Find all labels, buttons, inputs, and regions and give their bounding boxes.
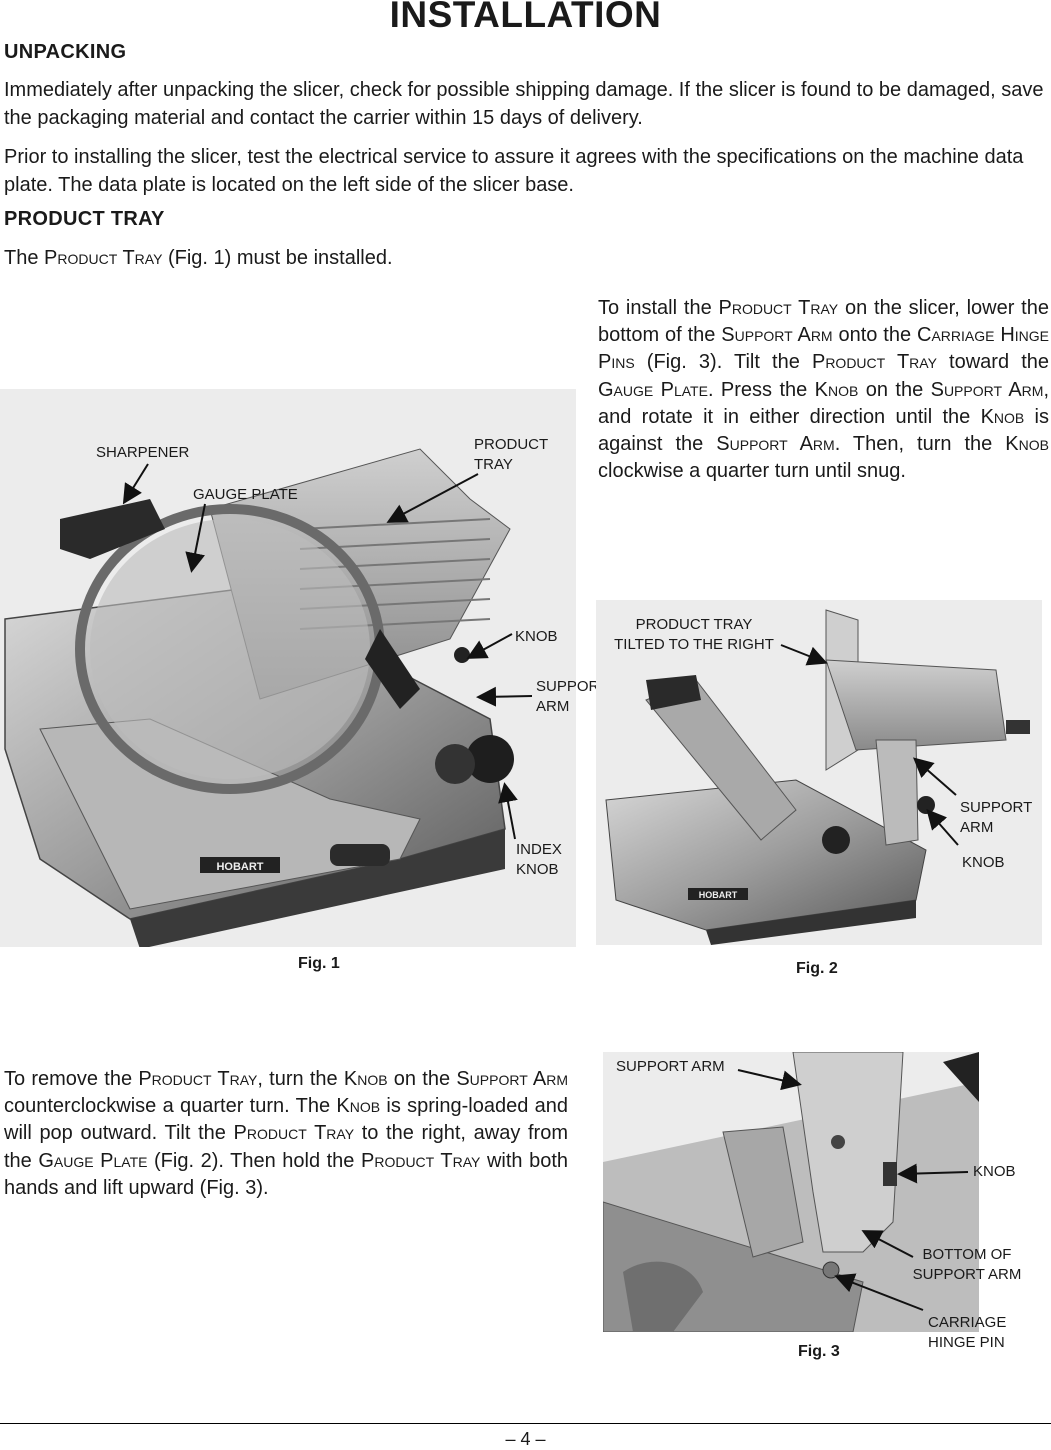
install-text: clockwise a quarter turn until snug.	[598, 460, 906, 483]
fig3-photo	[602, 1051, 979, 1333]
remove-text: (Fig. 2). Then hold the	[147, 1149, 361, 1172]
callout-line: BOTTOM OF	[922, 1246, 1012, 1263]
install-term: Support Arm	[721, 324, 833, 347]
slicer-tilted-illustration: HOBART	[605, 609, 1030, 945]
install-text: is against the	[598, 405, 1050, 456]
callout-line: INDEX	[516, 841, 562, 858]
callout-line: SUPPORT	[536, 678, 609, 695]
intro-text: The	[4, 247, 45, 269]
install-term: Knob	[980, 405, 1025, 428]
callout-line: ARM	[960, 819, 994, 836]
remove-text: counterclockwise a quarter turn. The	[4, 1095, 337, 1118]
install-term: Product Tray	[718, 297, 839, 319]
fig2-callout-support-arm: SUPPORT ARM	[960, 798, 1032, 838]
fig1-caption: Fig. 1	[298, 955, 340, 972]
remove-term: Product Tray	[361, 1149, 481, 1172]
install-term: Gauge Plate	[598, 378, 708, 401]
install-text: onto the	[832, 324, 917, 347]
fig1-callout-support-arm: SUPPORT ARM	[536, 677, 608, 717]
remove-term: Gauge Plate	[38, 1149, 148, 1172]
install-text: To install the	[598, 297, 719, 319]
callout-line: ARM	[536, 698, 570, 715]
product-tray-intro: The Product Tray (Fig. 1) must be instal…	[4, 244, 704, 272]
callout-line: PRODUCT TRAY	[635, 616, 753, 633]
hinge-closeup-illustration	[602, 1051, 979, 1333]
install-text: toward the	[936, 351, 1050, 374]
fig3-callout-bottom-support-arm: BOTTOM OF SUPPORT ARM	[904, 1245, 1030, 1285]
callout-line: TILTED TO THE RIGHT	[614, 636, 774, 653]
callout-line: KNOB	[516, 861, 559, 878]
fig1-callout-gauge-plate: GAUGE PLATE	[193, 486, 298, 503]
fig1-callout-product-tray: PRODUCT TRAY	[474, 435, 548, 475]
fig3-arrows	[737, 1069, 969, 1311]
page-title: INSTALLATION	[389, 0, 662, 35]
remove-text: , turn the	[257, 1068, 344, 1090]
fig2-callout-product-tray: PRODUCT TRAY TILTED TO THE RIGHT	[606, 615, 782, 655]
install-text: on the	[858, 378, 931, 401]
fig1-callout-sharpener: SHARPENER	[96, 444, 190, 461]
install-term: Knob	[814, 378, 859, 401]
callout-line: HINGE PIN	[928, 1334, 1005, 1351]
install-paragraph: To install the Product Tray on the slice…	[598, 295, 1049, 485]
remove-term: Knob	[336, 1095, 381, 1118]
page-number: – 4 –	[505, 1429, 546, 1449]
install-text: . Press the	[707, 378, 815, 401]
brand-label: HOBART	[216, 861, 263, 873]
fig3-callout-support-arm: SUPPORT ARM	[616, 1058, 725, 1075]
fig1-callout-index-knob: INDEX KNOB	[516, 840, 562, 880]
remove-text: to the right, away from the	[4, 1122, 569, 1172]
unpacking-paragraph-2: Prior to installing the slicer, test the…	[4, 146, 1024, 196]
fig3-caption: Fig. 3	[798, 1343, 840, 1360]
remove-text: with both hands and lift upward (Fig. 3)…	[4, 1149, 568, 1199]
unpacking-paragraph-1: Immediately after unpacking the slicer, …	[4, 79, 1044, 129]
unpacking-heading: UNPACKING	[4, 41, 127, 63]
install-text: , and rotate it in either direction unti…	[598, 378, 1050, 428]
footer-rule	[0, 1423, 1051, 1424]
install-term: Carriage Hinge Pins	[598, 324, 1050, 374]
callout-line: PRODUCT	[474, 436, 549, 453]
fig2-callout-knob: KNOB	[962, 854, 1005, 871]
install-term: Product Tray	[811, 351, 937, 374]
install-term: Support Arm	[716, 433, 835, 456]
install-text: (Fig. 3). Tilt the	[634, 351, 812, 374]
remove-term: Product Tray	[233, 1122, 355, 1145]
fig1-photo: HOBART	[0, 389, 576, 949]
install-term: Knob	[1005, 433, 1049, 456]
callout-line: CARRIAGE	[928, 1314, 1007, 1331]
fig2-caption: Fig. 2	[796, 960, 838, 977]
intro-text: (Fig. 1) must be installed.	[162, 247, 393, 269]
remove-term: Product Tray	[138, 1068, 258, 1090]
brand-label: HOBART	[699, 890, 738, 900]
fig1-callout-knob: KNOB	[515, 628, 558, 645]
remove-text: is spring-loaded and will pop outward. T…	[4, 1095, 568, 1145]
callout-line: SUPPORT ARM	[912, 1266, 1022, 1283]
callout-line: SUPPORT	[960, 799, 1033, 816]
intro-term: Product Tray	[44, 247, 163, 269]
install-term: Support Arm	[930, 378, 1044, 401]
install-text: . Then, turn the	[834, 433, 1006, 456]
slicer-illustration: HOBART	[4, 448, 514, 949]
remove-text: on the	[387, 1068, 457, 1090]
remove-paragraph: To remove the Product Tray, turn the Kno…	[4, 1066, 568, 1202]
fig3-callout-knob: KNOB	[973, 1163, 1016, 1180]
fig3-callout-hinge-pin: CARRIAGE HINGE PIN	[928, 1313, 1006, 1353]
callout-line: TRAY	[474, 456, 513, 473]
fig2-arrows	[780, 644, 959, 846]
remove-term: Knob	[343, 1068, 388, 1090]
product-tray-heading: PRODUCT TRAY	[4, 208, 165, 230]
fig1-arrows	[122, 463, 533, 840]
remove-text: To remove the	[4, 1068, 139, 1090]
remove-term: Support Arm	[456, 1068, 568, 1090]
install-text: on the slicer, lower the bottom of the	[598, 297, 1049, 347]
